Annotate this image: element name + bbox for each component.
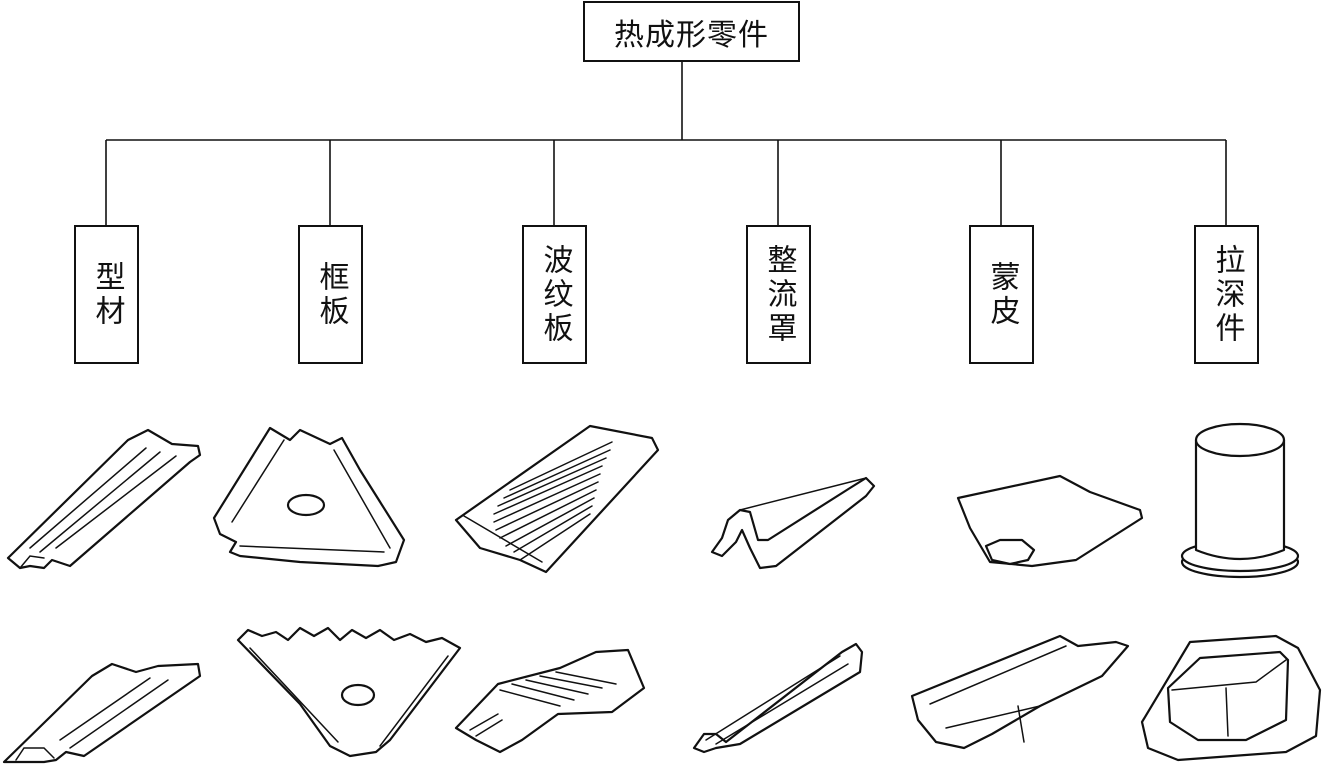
deep-drawn-part-icon — [1140, 634, 1322, 762]
category-node-frame-plate: 框板 — [298, 225, 363, 364]
skin-part-icon — [956, 474, 1144, 568]
frame-plate-part-icon — [212, 426, 406, 568]
category-label-corrugated-plate: 波纹板 — [537, 243, 573, 346]
category-node-corrugated-plate: 波纹板 — [522, 225, 587, 364]
fairing-part-icon — [692, 642, 864, 754]
profile-part-icon — [2, 662, 202, 764]
corrugated-plate-part-icon — [454, 648, 646, 754]
category-label-skin: 蒙皮 — [984, 260, 1020, 329]
category-label-frame-plate: 框板 — [313, 260, 349, 329]
category-label-fairing: 整流罩 — [761, 243, 797, 346]
category-label-profile: 型材 — [89, 260, 125, 329]
category-node-fairing: 整流罩 — [746, 225, 811, 364]
profile-part-icon — [6, 428, 202, 570]
category-label-deep-drawn: 拉深件 — [1209, 243, 1245, 346]
fairing-part-icon — [710, 476, 876, 570]
skin-part-icon — [910, 634, 1130, 750]
frame-plate-part-icon — [236, 626, 462, 758]
root-node: 热成形零件 — [583, 1, 800, 62]
category-node-deep-drawn: 拉深件 — [1194, 225, 1259, 364]
category-node-profile: 型材 — [74, 225, 139, 364]
category-node-skin: 蒙皮 — [969, 225, 1034, 364]
corrugated-plate-part-icon — [454, 424, 660, 574]
root-node-label: 热成形零件 — [614, 17, 769, 53]
deep-drawn-part-icon — [1180, 422, 1300, 579]
